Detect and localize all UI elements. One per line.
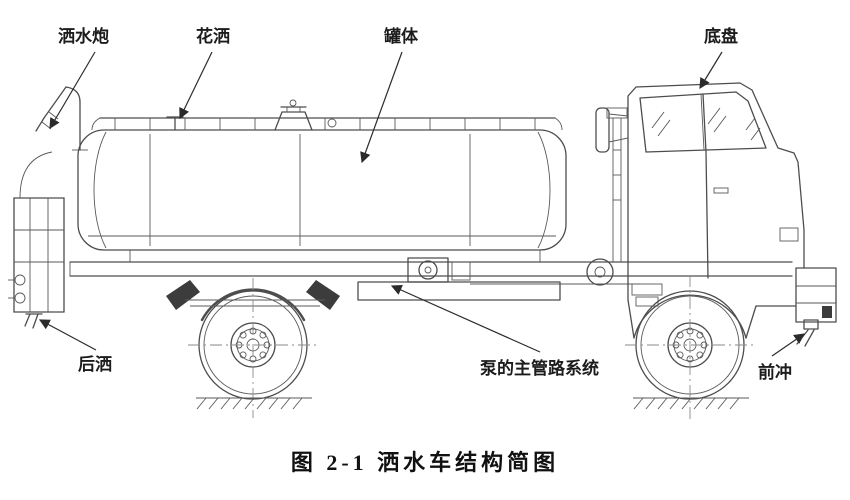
air-intake-stack — [606, 107, 628, 262]
label-front-flush: 前冲 — [758, 363, 792, 382]
label-water-cannon: 洒水炮 — [58, 27, 109, 46]
leader-water-cannon — [49, 51, 96, 130]
leader-front-flush — [771, 333, 805, 357]
side-mirror — [595, 107, 610, 153]
ground-hatching — [196, 397, 749, 410]
leader-tank-body — [360, 51, 403, 164]
leader-shower-head — [179, 51, 213, 120]
label-chassis: 底盘 — [704, 27, 738, 46]
label-shower-head: 花洒 — [196, 27, 230, 46]
leader-pump-pipeline — [390, 284, 541, 353]
front-flush-nozzle — [796, 319, 819, 347]
rear-spray-nozzle — [24, 313, 43, 329]
tank-vent — [327, 118, 337, 128]
shower-head-fitting — [166, 116, 184, 131]
manhole-cover — [274, 99, 313, 131]
cab-drawing — [595, 82, 837, 347]
front-bumper — [795, 267, 837, 323]
leader-lines — [38, 51, 805, 357]
label-rear-spray: 后洒 — [78, 355, 112, 374]
tank-body-drawing — [77, 99, 567, 262]
rear-wheel-drawing — [166, 278, 340, 418]
railing-posts — [114, 118, 536, 130]
leader-rear-spray — [38, 319, 97, 351]
leader-chassis — [699, 51, 723, 90]
rear-platform-drawing — [8, 151, 65, 329]
headlight — [779, 227, 799, 242]
label-tank-body: 罐体 — [384, 27, 418, 46]
label-pump-pipeline: 泵的主管路系统 — [480, 359, 599, 378]
figure-caption: 图 2-1 洒水车结构简图 — [290, 450, 560, 475]
pump-drawing — [407, 257, 471, 283]
pump-pipeline-frame — [357, 281, 561, 301]
window-glass-hatch — [651, 107, 761, 141]
door-handle — [713, 187, 729, 194]
water-cannon-drawing — [35, 86, 88, 151]
air-tank — [586, 258, 614, 286]
chassis-frame-drawing — [69, 257, 793, 301]
